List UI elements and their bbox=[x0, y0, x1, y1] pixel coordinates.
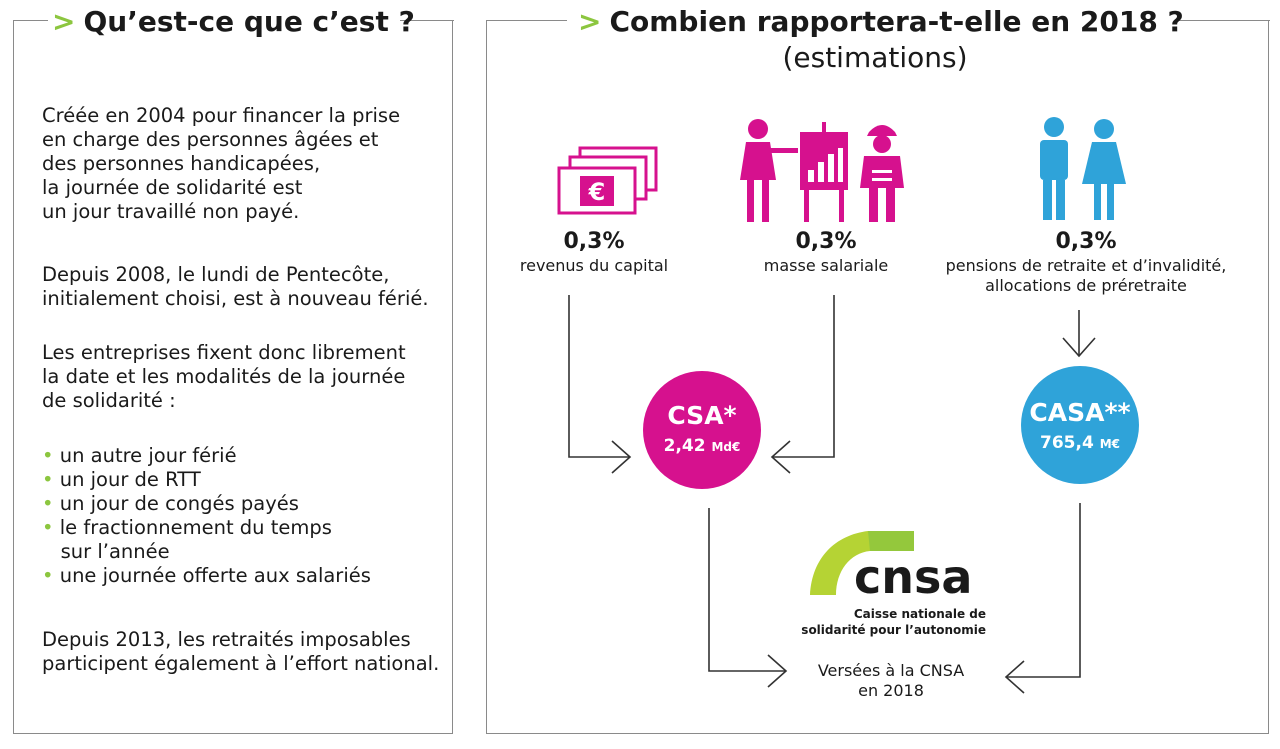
csa-amount: 2,42 Md€ bbox=[663, 436, 741, 456]
salary-percentage: 0,3% bbox=[795, 229, 857, 254]
frame-line bbox=[487, 20, 567, 21]
list-item: un jour de congés payés bbox=[59, 492, 299, 515]
cnsa-wordmark: cnsa bbox=[854, 550, 972, 597]
paragraph-retraites: Depuis 2013, les retraités imposables pa… bbox=[42, 628, 440, 675]
left-title: >Qu’est-ce que c’est ? bbox=[52, 5, 415, 38]
pension-label: pensions de retraite et d’invalidité,all… bbox=[945, 256, 1227, 295]
list-item: un autre jour férié bbox=[59, 444, 237, 467]
euro-banknotes-icon: € bbox=[557, 146, 658, 215]
list-item: une journée offerte aux salariés bbox=[59, 564, 371, 587]
casa-amount: 765,4 M€ bbox=[1040, 433, 1120, 453]
capital-percentage: 0,3% bbox=[563, 229, 625, 254]
csa-circle: CSA* 2,42 Md€ bbox=[643, 371, 761, 489]
arrow-salary-to-csa bbox=[772, 295, 835, 458]
svg-text:€: € bbox=[588, 178, 606, 206]
capital-label: revenus du capital bbox=[519, 256, 669, 275]
workers-icon bbox=[740, 119, 904, 222]
list-item: un jour de RTT bbox=[59, 468, 201, 491]
right-subtitle: (estimations) bbox=[782, 41, 968, 74]
left-panel bbox=[13, 20, 454, 734]
right-panel bbox=[486, 20, 1270, 734]
paragraph-entreprises: Les entreprises fixent donc librement la… bbox=[42, 341, 406, 412]
frame-line bbox=[400, 20, 454, 21]
options-list: • un autre jour férié • un jour de RTT •… bbox=[42, 444, 371, 587]
frame-line bbox=[14, 20, 48, 21]
frame-line bbox=[1177, 20, 1270, 21]
arrow-capital-to-csa bbox=[568, 295, 630, 458]
csa-name: CSA* bbox=[667, 401, 737, 430]
casa-circle: CASA** 765,4 M€ bbox=[1021, 366, 1139, 484]
paragraph-pentecote: Depuis 2008, le lundi de Pentecôte, init… bbox=[42, 263, 429, 310]
arrow-csa-to-cnsa bbox=[708, 508, 786, 672]
casa-name: CASA** bbox=[1029, 398, 1131, 427]
right-title: >Combien rapportera-t-elle en 2018 ? bbox=[578, 5, 1184, 38]
list-item: le fractionnement du temps bbox=[59, 516, 332, 539]
pension-percentage: 0,3% bbox=[1055, 229, 1117, 254]
arrow-casa-to-cnsa bbox=[1006, 503, 1081, 678]
salary-label: masse salariale bbox=[763, 256, 889, 275]
paragraph-creation: Créée en 2004 pour financer la prise en … bbox=[42, 104, 401, 223]
cnsa-logo: cnsa bbox=[810, 531, 972, 597]
retirees-icon bbox=[1040, 117, 1126, 220]
